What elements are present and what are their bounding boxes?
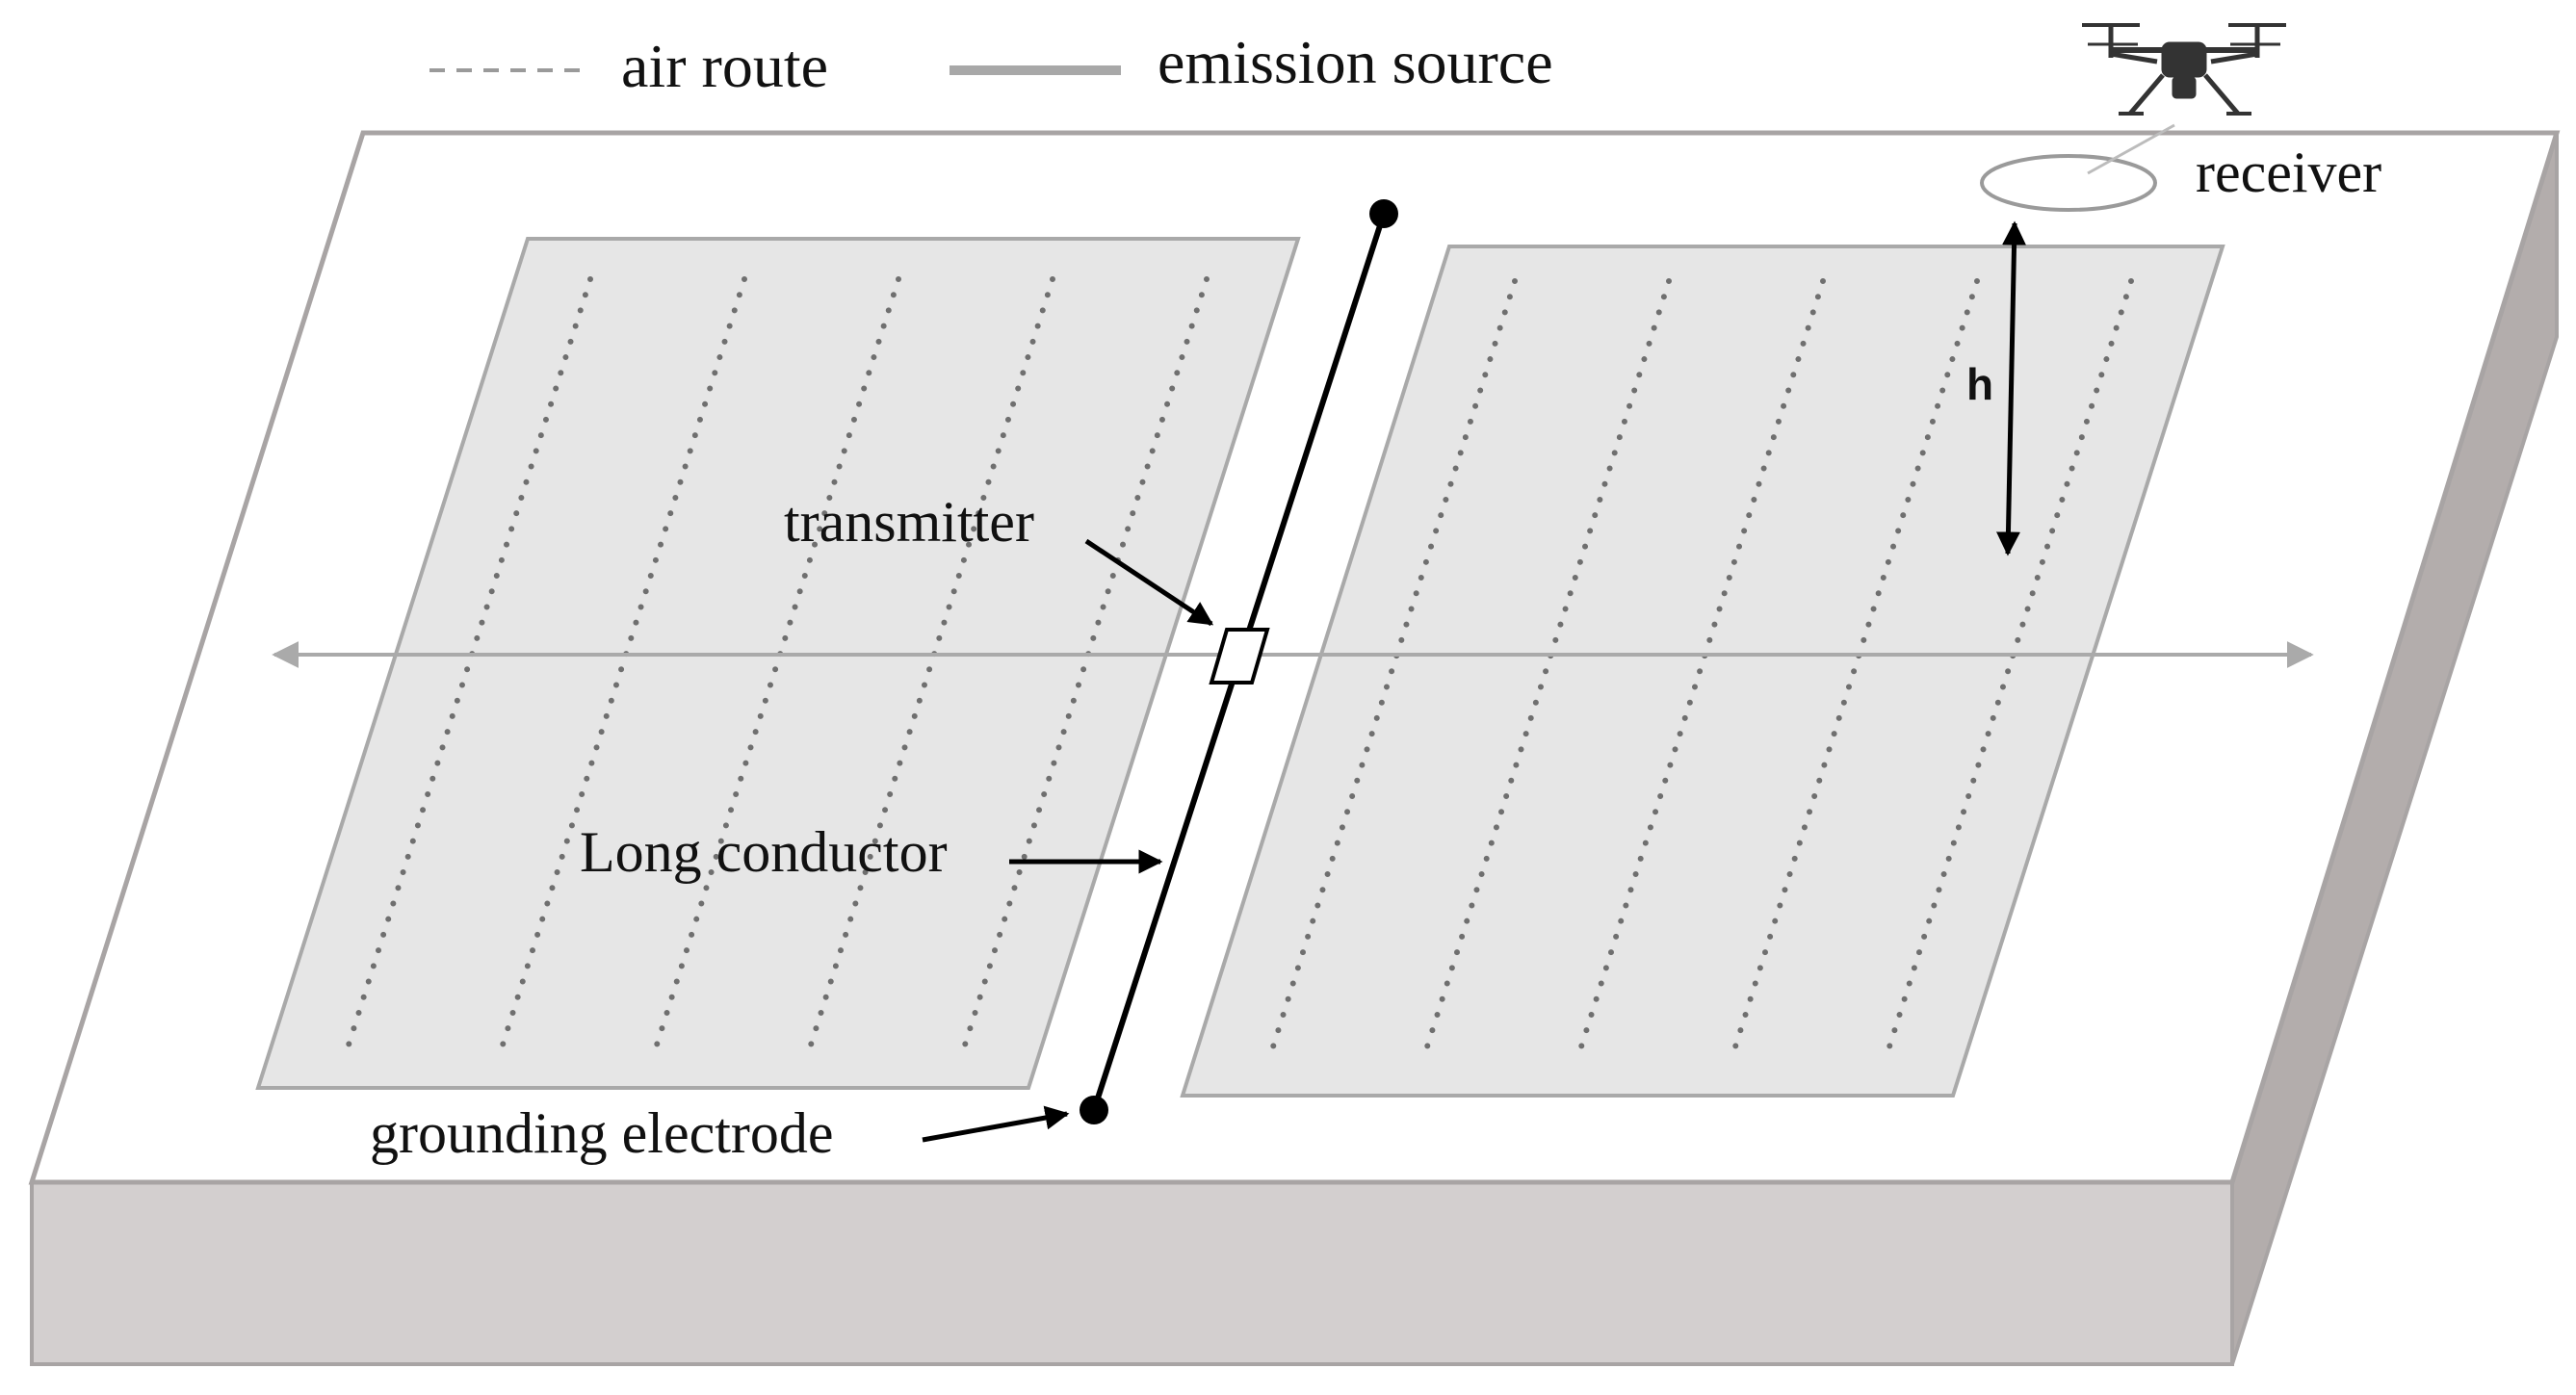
emission-source	[1080, 199, 1398, 1124]
legend-air-route-label: air route	[621, 32, 828, 100]
air-route-line	[650, 276, 901, 1060]
transmitter-box	[1209, 628, 1270, 685]
legend: air route emission source	[429, 28, 1553, 100]
grounding-electrode-pointer-arrow	[922, 1105, 1070, 1143]
legend-emission-source-label: emission source	[1158, 28, 1553, 96]
air-route-line	[1574, 278, 1826, 1062]
air-route-line	[1420, 278, 1672, 1062]
right-air-routes	[1266, 278, 2134, 1062]
transmitter-label: transmitter	[784, 490, 1034, 554]
receiver-label: receiver	[2196, 141, 2381, 204]
transmitter-pointer-arrow	[1084, 538, 1214, 627]
height-arrow	[1995, 220, 2027, 556]
drone-icon	[2082, 23, 2286, 116]
air-route-line	[804, 276, 1055, 1060]
height-label: h	[1966, 359, 1993, 409]
ground-front-face	[30, 1180, 2234, 1366]
air-route-line	[342, 276, 593, 1060]
air-route-line	[496, 276, 747, 1060]
grounding-electrode-dot	[1080, 1096, 1108, 1124]
grounding-electrode-label: grounding electrode	[370, 1101, 834, 1165]
long-conductor-label: Long conductor	[580, 820, 948, 884]
air-route-line	[1729, 278, 1980, 1062]
receiver-tether	[2087, 123, 2175, 175]
air-route-line	[1883, 278, 2134, 1062]
air-route-line	[958, 276, 1210, 1060]
left-air-routes	[342, 276, 1210, 1060]
air-route-line	[1266, 278, 1518, 1062]
top-electrode-dot	[1369, 199, 1398, 228]
receiver-loop	[1980, 154, 2157, 212]
right-survey-area	[1180, 245, 2225, 1098]
